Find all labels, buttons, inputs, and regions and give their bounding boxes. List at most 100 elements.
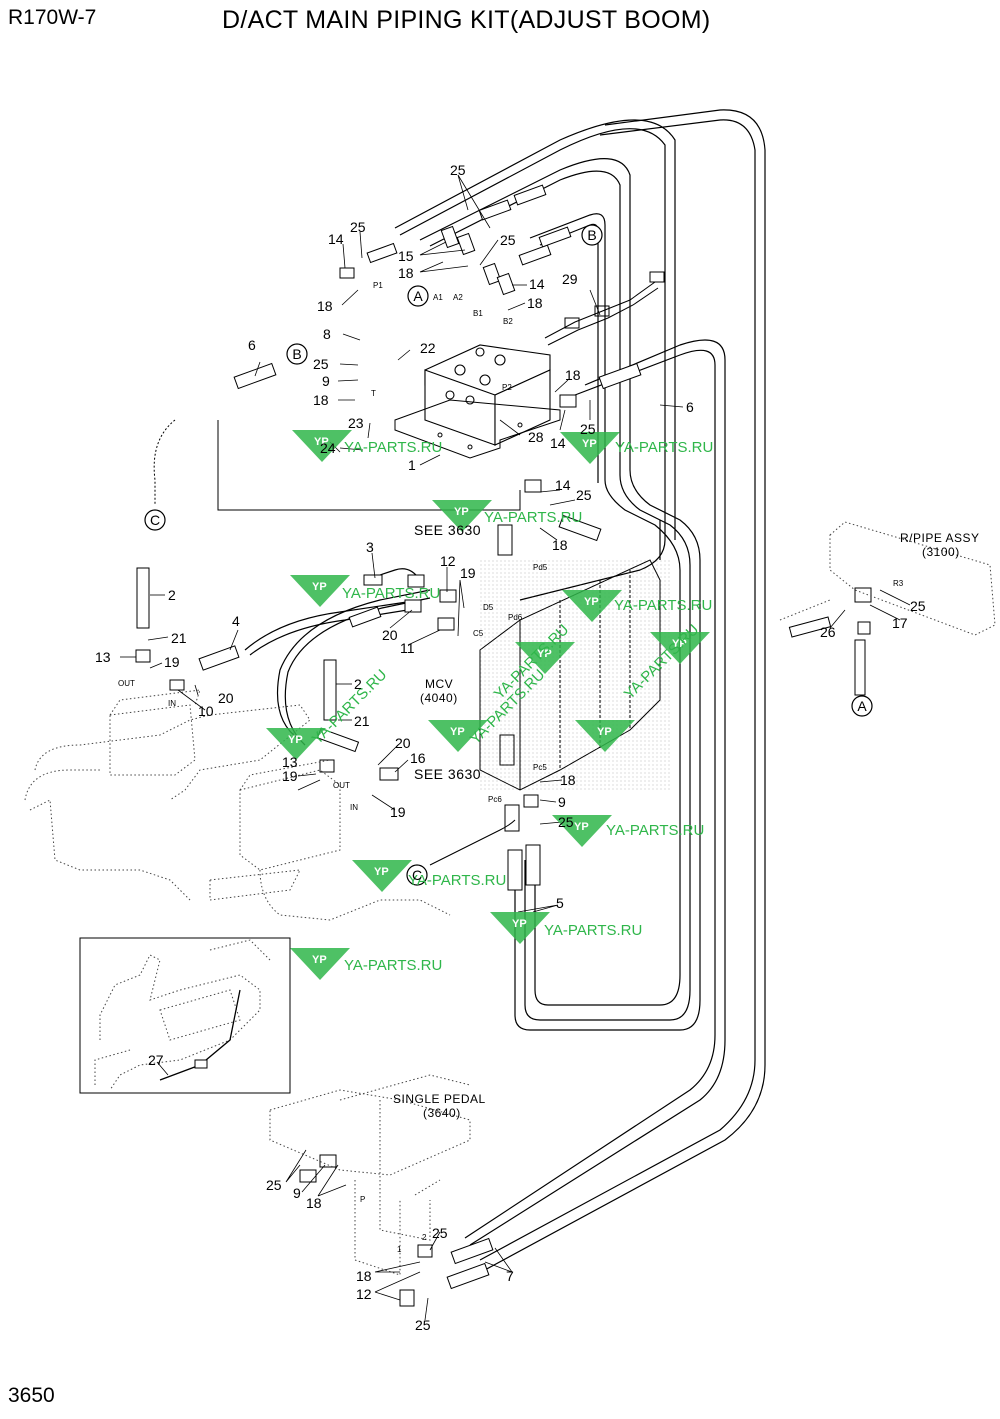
pedal-ref: (3640) (423, 1106, 461, 1120)
pilot-line-c (153, 419, 521, 866)
part-label: 23 (348, 415, 364, 431)
svg-text:YA-PARTS.RU: YA-PARTS.RU (606, 822, 704, 839)
svg-text:YP: YP (374, 866, 389, 878)
svg-text:A2: A2 (453, 293, 463, 302)
part-label: 24 (320, 440, 336, 456)
part-label: 13 (95, 649, 111, 665)
svg-text:YP: YP (582, 438, 597, 450)
part-label: 18 (313, 392, 329, 408)
svg-text:YP: YP (537, 648, 552, 660)
svg-text:Pc5: Pc5 (533, 763, 547, 772)
svg-text:YA-PARTS.RU: YA-PARTS.RU (615, 439, 713, 456)
see-3630-upper: SEE 3630 (414, 522, 481, 538)
part-label: 12 (440, 553, 456, 569)
part-label: 19 (460, 565, 476, 581)
part-label: 12 (356, 1286, 372, 1302)
svg-text:IN: IN (168, 699, 176, 708)
svg-text:OUT: OUT (333, 781, 350, 790)
page-title: D/ACT MAIN PIPING KIT(ADJUST BOOM) (222, 6, 711, 34)
svg-text:YP: YP (512, 918, 527, 930)
svg-text:A: A (857, 698, 867, 714)
svg-text:YP: YP (574, 821, 589, 833)
watermark-logo (266, 430, 710, 980)
part-label: 8 (323, 326, 331, 342)
part-label: 21 (171, 630, 187, 646)
svg-text:C: C (412, 867, 422, 883)
svg-text:C: C (150, 512, 160, 528)
svg-text:YP: YP (672, 638, 687, 650)
part-label: 6 (248, 337, 256, 353)
svg-text:Pd5: Pd5 (533, 563, 548, 572)
part-label: 25 (350, 219, 366, 235)
svg-text:P1: P1 (373, 281, 383, 290)
main-hose-loops (394, 109, 766, 1279)
mcv-ref: (4040) (420, 691, 458, 705)
svg-text:YP: YP (597, 726, 612, 738)
svg-text:YA-PARTS.RU: YA-PARTS.RU (614, 597, 712, 614)
part-label: 20 (382, 627, 398, 643)
part-label: 14 (555, 477, 571, 493)
svg-text:B2: B2 (503, 317, 513, 326)
inset-panel-27 (79, 937, 291, 1094)
part-label: 22 (420, 340, 436, 356)
part-label: 25 (576, 487, 592, 503)
svg-text:YP: YP (288, 734, 303, 746)
part-label: 18 (317, 298, 333, 314)
svg-text:B: B (292, 346, 301, 362)
svg-text:B1: B1 (473, 309, 483, 318)
svg-text:B: B (587, 227, 596, 243)
callout-circles (144, 224, 873, 886)
svg-text:T: T (371, 389, 376, 398)
part-label: 20 (395, 735, 411, 751)
part-label: 10 (198, 703, 214, 719)
hose-fittings (135, 184, 872, 1307)
svg-text:Pc6: Pc6 (488, 795, 502, 804)
svg-text:YA-PARTS.RU: YA-PARTS.RU (408, 872, 506, 889)
pedal-label: SINGLE PEDAL (393, 1092, 486, 1106)
part-label: 3 (366, 539, 374, 555)
part-label: 1 (408, 457, 416, 473)
rpipe-label: R/PIPE ASSY (900, 531, 980, 545)
svg-text:YA-PARTS.RU: YA-PARTS.RU (484, 509, 582, 526)
part-label: 4 (232, 613, 240, 629)
part-label: 18 (560, 772, 576, 788)
mcv-label: MCV (425, 677, 453, 691)
svg-text:IN: IN (350, 803, 358, 812)
part-label: 25 (415, 1317, 431, 1333)
part-label: 16 (410, 750, 426, 766)
svg-text:YA-PARTS.RU: YA-PARTS.RU (344, 439, 442, 456)
part-label: 15 (398, 248, 414, 264)
part-label: 29 (562, 271, 578, 287)
svg-text:YP: YP (584, 596, 599, 608)
part-label: 11 (400, 640, 415, 656)
part-label: 18 (306, 1195, 322, 1211)
svg-text:YA-PARTS.RU: YA-PARTS.RU (342, 585, 440, 602)
callout-b-left (286, 343, 308, 365)
svg-text:YA-PARTS.RU: YA-PARTS.RU (309, 666, 391, 748)
part-label: 25 (432, 1225, 448, 1241)
part-label: 25 (500, 232, 516, 248)
svg-text:D5: D5 (483, 603, 494, 612)
callout-c-left (144, 509, 166, 531)
svg-text:YP: YP (314, 436, 329, 448)
svg-text:A1: A1 (433, 293, 443, 302)
part-label: 9 (558, 794, 566, 810)
svg-text:OUT: OUT (118, 679, 135, 688)
svg-text:YA-PARTS.RU: YA-PARTS.RU (544, 922, 642, 939)
port-labels: P1 A1 A2 B1 B2 P2 T D5 C5 Pd5 Pd6 Pc5 Pc… (118, 281, 904, 1254)
part-label: 13 (282, 754, 298, 770)
callout-a-top (407, 285, 429, 307)
part-label: 18 (527, 295, 543, 311)
model-code: R170W-7 (8, 6, 97, 29)
part-label: 14 (550, 435, 566, 451)
svg-text:P: P (360, 1195, 365, 1204)
part-label: 2 (168, 587, 176, 603)
part-label: 27 (148, 1052, 164, 1068)
svg-text:2: 2 (422, 1233, 427, 1242)
svg-text:YA-PARTS.RU: YA-PARTS.RU (344, 957, 442, 974)
page-number: 3650 (8, 1384, 55, 1407)
part-label: 17 (892, 615, 908, 631)
part-label: 18 (552, 537, 568, 553)
part-label: 14 (328, 231, 344, 247)
